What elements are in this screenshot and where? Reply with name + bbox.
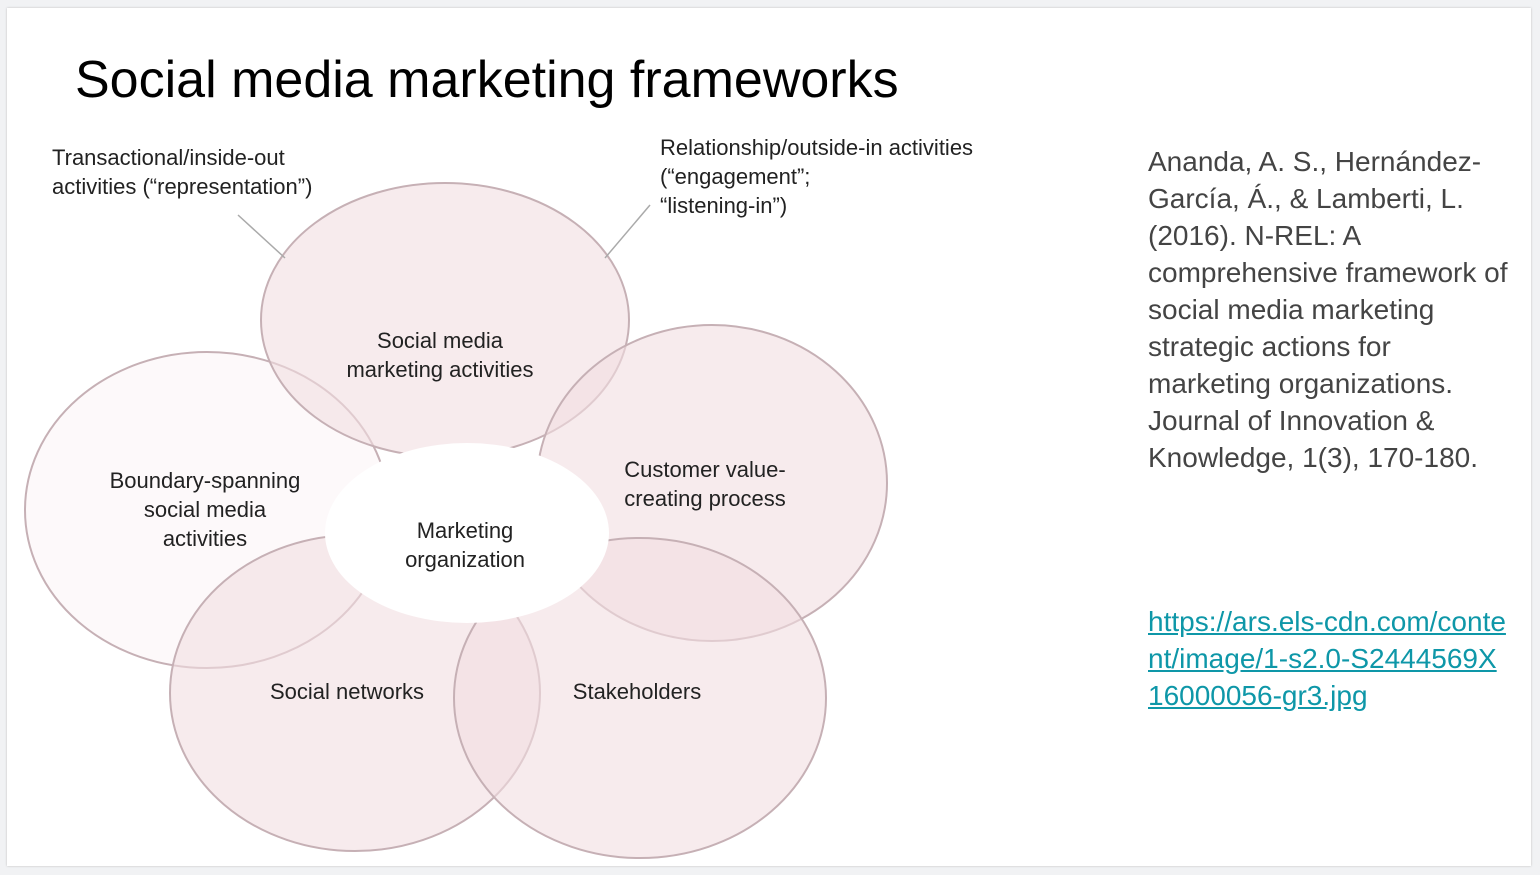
circle-stakeholders	[453, 537, 827, 859]
annotation-relationship-2: (“engagement”;	[660, 164, 810, 189]
label-stakeholders: Stakeholders	[573, 679, 701, 704]
annotation-transactional-1: Transactional/inside-out	[52, 145, 285, 170]
label-center-1: Marketing	[417, 518, 514, 543]
slide-title: Social media marketing frameworks	[75, 51, 899, 109]
annotation-relationship-1: Relationship/outside-in activities	[660, 135, 973, 160]
label-center-2: organization	[405, 547, 525, 572]
label-customer-value-2: creating process	[624, 486, 785, 511]
label-smm-activities-2: marketing activities	[346, 357, 533, 382]
label-boundary-2: social media	[144, 497, 267, 522]
label-smm-activities-1: Social media	[377, 328, 504, 353]
circle-marketing-organization	[325, 443, 609, 623]
source-link[interactable]: https://ars.els-cdn.com/content/image/1-…	[1148, 606, 1506, 711]
reference-citation: Ananda, A. S., Hernández-García, Á., & L…	[1148, 146, 1508, 473]
annotation-relationship-3: “listening-in”)	[660, 193, 787, 218]
label-customer-value-1: Customer value-	[624, 457, 785, 482]
label-boundary-3: activities	[163, 526, 247, 551]
annotation-transactional-2: activities (“representation”)	[52, 174, 312, 199]
pointer-line-left	[237, 214, 286, 259]
label-social-networks: Social networks	[270, 679, 424, 704]
pointer-line-right	[604, 204, 651, 259]
label-boundary-1: Boundary-spanning	[110, 468, 301, 493]
